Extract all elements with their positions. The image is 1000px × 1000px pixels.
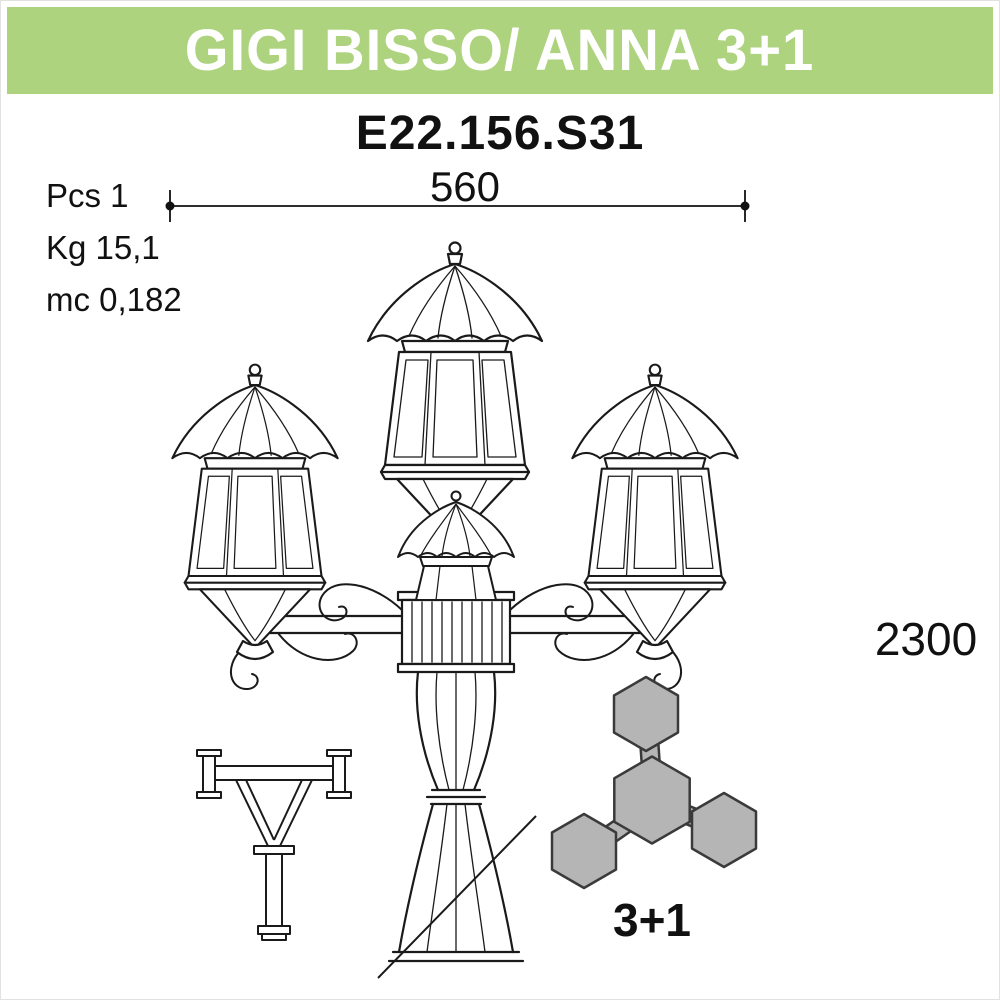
spec-weight: Kg 15,1	[46, 229, 160, 266]
top-hexagon	[612, 675, 680, 753]
specs-block: Pcs 1 Kg 15,1 mc 0,182	[46, 170, 182, 326]
width-dimension-line	[165, 190, 750, 222]
spec-volume: mc 0,182	[46, 281, 182, 318]
left-hexagon	[550, 812, 618, 890]
height-dimension-label: 2300	[874, 613, 978, 665]
product-title: GIGI BISSO/ ANNA 3+1	[185, 18, 815, 83]
center-hexagon	[613, 755, 691, 845]
front-lantern-icon	[397, 490, 515, 601]
configuration-label: 3+1	[612, 894, 692, 946]
right-lantern-icon	[571, 363, 739, 660]
break-line	[377, 815, 537, 979]
width-dimension-label: 560	[429, 163, 501, 210]
configuration-hexagons	[550, 675, 758, 890]
left-lantern-icon	[171, 363, 339, 660]
ground-anchor-drawing	[196, 749, 352, 941]
lamp-post-drawing	[171, 241, 739, 963]
model-code: E22.156.S31	[355, 107, 645, 160]
header-banner: GIGI BISSO/ ANNA 3+1	[7, 7, 993, 94]
right-hexagon	[690, 791, 758, 869]
spec-pcs: Pcs 1	[46, 177, 129, 214]
